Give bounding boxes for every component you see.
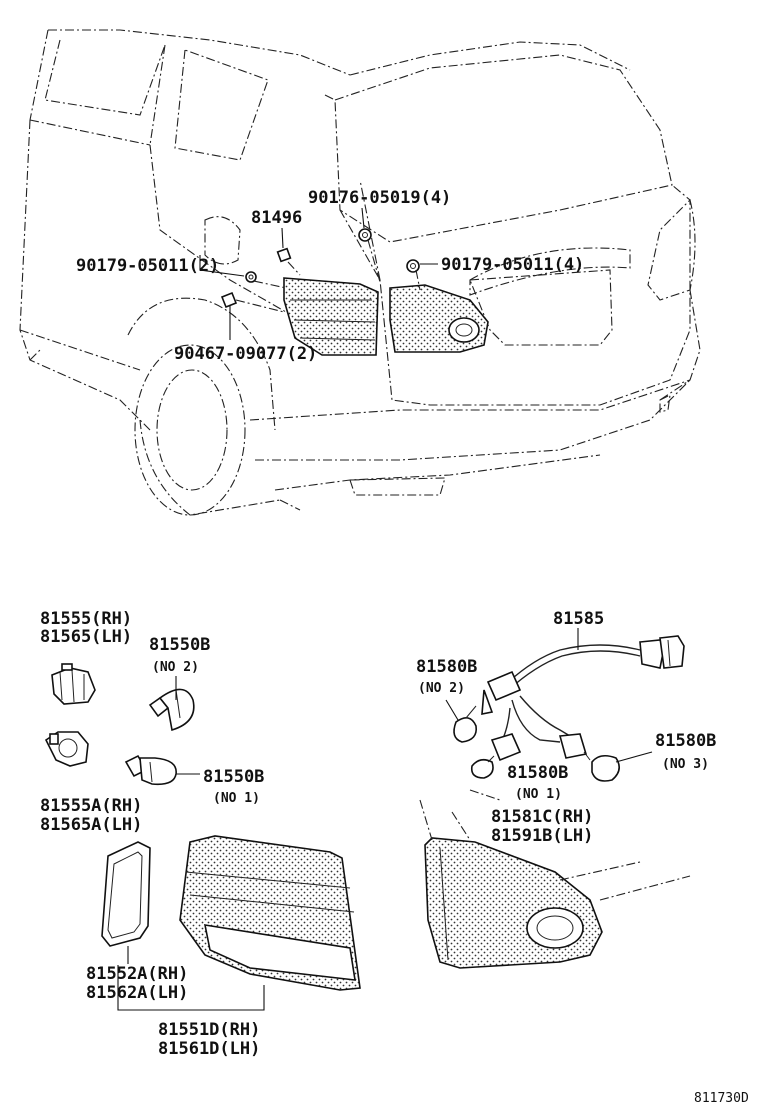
leader-81580b-no2 [445, 699, 459, 721]
label-81565a: 81565A(LH) [40, 815, 142, 835]
socket-81555 [51, 663, 96, 705]
leader-81551d [117, 965, 265, 1011]
socket-81555a [44, 731, 89, 767]
label-81550b-top: 81550B [149, 635, 210, 655]
inner-lamp-guide-lines-2 [559, 861, 691, 901]
label-81580b-left-sub: (NO 2) [418, 681, 465, 696]
inner-lamp-on-vehicle [389, 284, 489, 353]
tail-lamp-on-vehicle [283, 277, 379, 356]
label-81581c: 81581C(RH) [491, 807, 593, 827]
label-90176-05019: 90176-05019(4) [308, 188, 451, 208]
upper-leader-lines [199, 207, 438, 340]
gasket-81552a [101, 841, 151, 947]
label-81550b-bottom-sub: (NO 1) [213, 791, 260, 806]
label-81550b-bottom: 81550B [203, 767, 264, 787]
bulb-81550b-no1 [124, 754, 177, 786]
bulb-81550b-no2 [148, 688, 195, 732]
label-90179-05011-left: 90179-05011(2) [76, 256, 219, 276]
label-81591b: 81591B(LH) [491, 826, 593, 846]
leader-81580b-no3 [615, 751, 653, 763]
vehicle-outline [19, 29, 701, 516]
bulb-81580b-no3 [583, 751, 620, 782]
label-81580b-left: 81580B [416, 657, 477, 677]
fasteners [220, 228, 420, 309]
label-81562a: 81562A(LH) [86, 983, 188, 1003]
label-81555: 81555(RH) [40, 609, 132, 629]
label-81565: 81565(LH) [40, 627, 132, 647]
lamp-81551d [179, 835, 361, 991]
wire-harness-81585 [481, 635, 685, 762]
bulb-81580b-no2 [453, 705, 478, 743]
label-81580b-right: 81580B [655, 731, 716, 751]
label-90467-09077: 90467-09077(2) [174, 344, 317, 364]
label-81580b-right-sub: (NO 3) [662, 757, 709, 772]
lamp-81581c [424, 837, 603, 969]
inner-lamp-guide-lines [419, 789, 501, 841]
label-81552a: 81552A(RH) [86, 964, 188, 984]
label-81496: 81496 [251, 208, 302, 228]
label-81580b-mid-sub: (NO 1) [515, 787, 562, 802]
drawing-code: 811730D [694, 1091, 749, 1106]
label-81551d: 81551D(RH) [158, 1020, 260, 1040]
bulb-81580b-no1 [470, 755, 495, 779]
label-90179-05011-right: 90179-05011(4) [441, 255, 584, 275]
label-81555a: 81555A(RH) [40, 796, 142, 816]
label-81585: 81585 [553, 609, 604, 629]
label-81580b-mid: 81580B [507, 763, 568, 783]
label-81561d: 81561D(LH) [158, 1039, 260, 1059]
label-81550b-top-sub: (NO 2) [152, 660, 199, 675]
